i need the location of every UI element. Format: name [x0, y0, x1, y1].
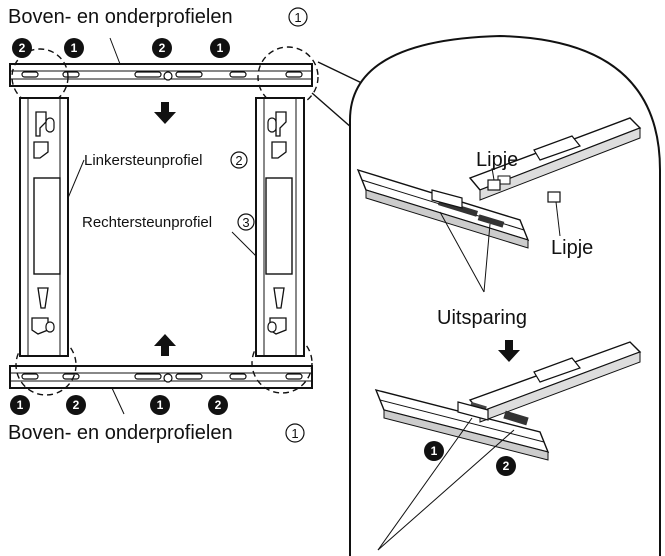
right-profile-number: 3 [242, 215, 249, 230]
callout-line-bottom [311, 92, 353, 129]
badge-detail-1: 1 [431, 444, 438, 458]
tab-label-top: Lipje [476, 149, 518, 171]
badge-top-3: 2 [159, 41, 166, 55]
right-vertical-profile [231, 97, 305, 357]
top-badges: 2 1 2 1 [12, 38, 230, 58]
detail-upper-assembly [356, 117, 642, 249]
badge-top-2: 1 [71, 41, 78, 55]
badge-bottom-2: 2 [73, 398, 80, 412]
cutout-label: Uitsparing [437, 307, 527, 329]
down-arrow-detail-icon [498, 340, 520, 362]
badge-bottom-1: 1 [17, 398, 24, 412]
tab-label-right: Lipje [551, 237, 593, 259]
badge-top-4: 1 [217, 41, 224, 55]
left-profile-number: 2 [235, 153, 242, 168]
top-profile [9, 37, 319, 108]
badge-top-1: 2 [19, 41, 26, 55]
detail-lower-assembly [374, 341, 642, 461]
badge-bottom-4: 2 [215, 398, 222, 412]
bottom-profiles-number: 1 [291, 426, 298, 441]
left-profile-label: Linkersteunprofiel [84, 152, 202, 169]
up-arrow-bottom-icon [154, 334, 176, 356]
badge-detail-2: 2 [503, 459, 510, 473]
bottom-profile [9, 332, 313, 415]
bottom-badges: 1 2 1 2 [10, 395, 228, 415]
down-arrow-top-icon [154, 102, 176, 124]
bottom-profiles-title: Boven- en onderprofielen [8, 422, 233, 444]
top-profiles-number: 1 [294, 10, 301, 25]
callout-line-top [317, 61, 369, 87]
right-profile-label: Rechtersteunprofiel [82, 214, 212, 231]
top-profiles-title: Boven- en onderprofielen [8, 6, 233, 28]
badge-bottom-3: 1 [157, 398, 164, 412]
left-vertical-profile [19, 97, 85, 357]
detail-callout: 1 2 Lipje Lipje Uitsparing [349, 34, 661, 556]
